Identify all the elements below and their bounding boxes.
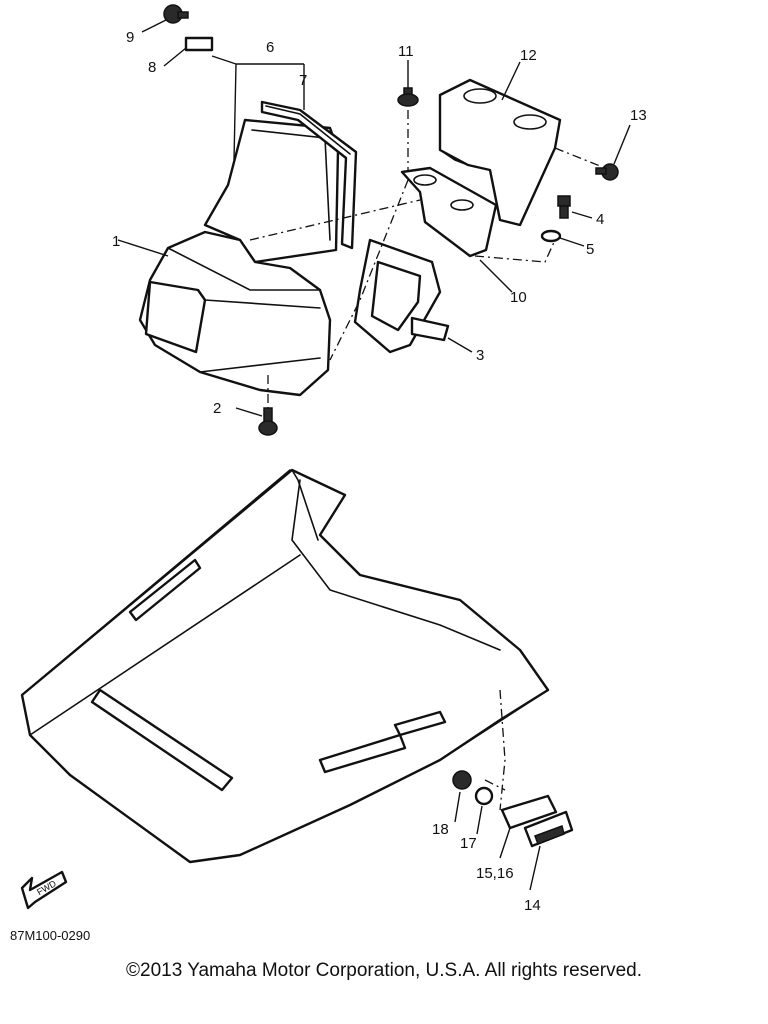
nut-8 bbox=[184, 36, 214, 52]
washer-5 bbox=[540, 229, 562, 243]
fwd-arrow-icon: FWD bbox=[20, 870, 68, 910]
reference-code: 87M100-0290 bbox=[10, 928, 91, 943]
callout-8: 8 bbox=[148, 59, 156, 76]
screw-13 bbox=[595, 163, 619, 181]
reflector-14 bbox=[523, 810, 574, 848]
callout-3: 3 bbox=[476, 347, 484, 364]
callout-1: 1 bbox=[112, 233, 120, 250]
bolt-4 bbox=[557, 195, 571, 219]
callout-17: 17 bbox=[460, 835, 477, 852]
mounting-bracket bbox=[353, 238, 450, 354]
callout-2: 2 bbox=[213, 400, 221, 417]
callout-14: 14 bbox=[524, 897, 541, 914]
bolt-9 bbox=[163, 4, 189, 24]
callout-9: 9 bbox=[126, 29, 134, 46]
headlight-cowl bbox=[138, 230, 332, 397]
callout-7: 7 bbox=[299, 72, 307, 89]
handlebar-cover bbox=[438, 78, 562, 227]
callout-4: 4 bbox=[596, 211, 604, 228]
bolt-11 bbox=[397, 87, 419, 107]
bracket-plate bbox=[400, 166, 498, 258]
callout-15-16: 15,16 bbox=[476, 865, 514, 882]
callout-numbers: 9 8 6 7 1 11 12 13 4 5 10 3 2 18 17 15,1… bbox=[112, 29, 647, 914]
callout-10: 10 bbox=[510, 289, 527, 306]
nut-18 bbox=[452, 770, 472, 790]
callout-11: 11 bbox=[398, 43, 414, 60]
callout-6: 6 bbox=[266, 39, 274, 56]
bolt-2 bbox=[258, 407, 278, 436]
callout-12: 12 bbox=[520, 47, 537, 64]
callout-13: 13 bbox=[630, 107, 647, 124]
washer-17 bbox=[474, 786, 494, 806]
plate-15-16 bbox=[500, 794, 558, 830]
callout-5: 5 bbox=[586, 241, 594, 258]
fairing-panel bbox=[20, 468, 550, 864]
leader-lines bbox=[117, 19, 631, 891]
callout-18: 18 bbox=[432, 821, 449, 838]
copyright-notice: ©2013 Yamaha Motor Corporation, U.S.A. A… bbox=[126, 960, 642, 981]
